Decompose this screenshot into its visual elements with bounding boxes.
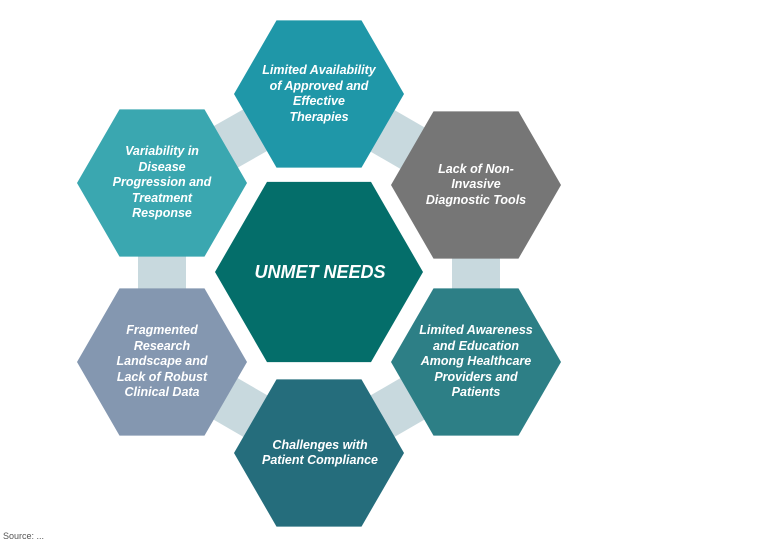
hexagon-top	[234, 20, 404, 168]
hexagon-lower-right	[391, 288, 561, 436]
footnote: Source: ...	[3, 531, 45, 541]
hexagon-lower-left	[77, 288, 247, 436]
hexagon-upper-right	[391, 111, 561, 259]
hexagon-bottom	[234, 379, 404, 527]
hexagon-center	[215, 181, 423, 363]
hexagon-upper-left	[77, 109, 247, 257]
